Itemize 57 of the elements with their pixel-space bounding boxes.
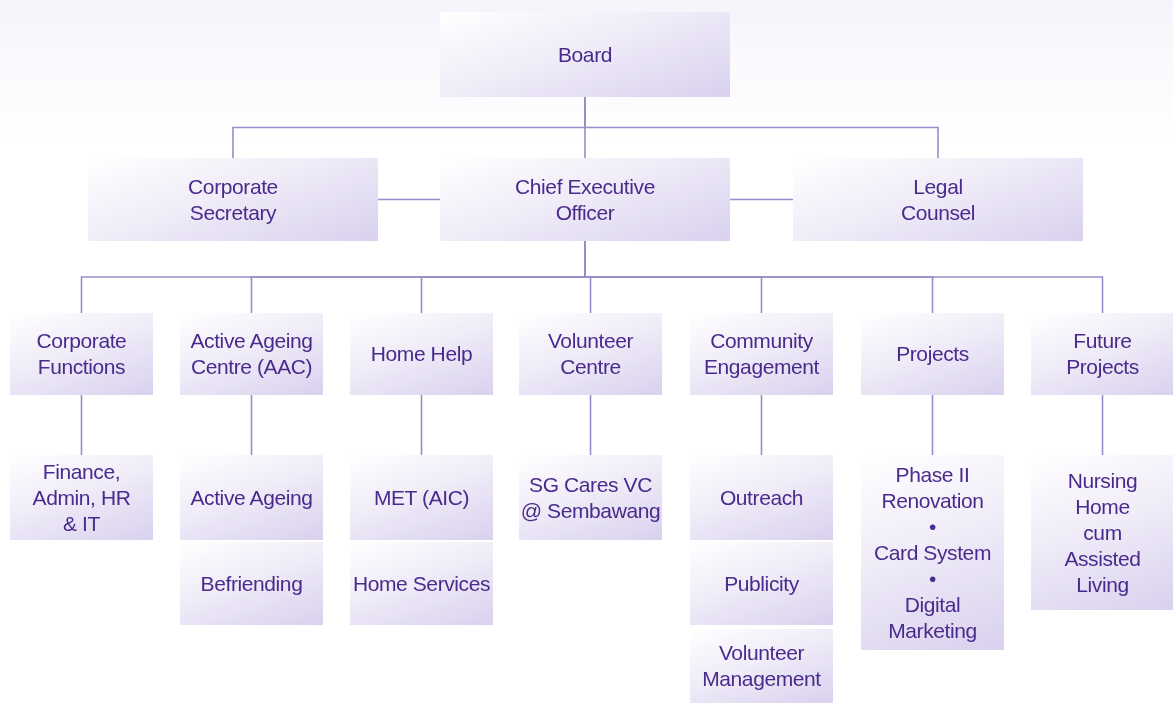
box-label: Community Engagement: [702, 328, 821, 380]
connector-line: [589, 394, 592, 456]
box-label: SG Cares VC @ Sembawang: [519, 471, 662, 524]
box-label: Corporate Secretary: [187, 173, 279, 226]
org-box: [690, 542, 833, 625]
connector-line: [420, 394, 423, 456]
org-box: [690, 455, 833, 540]
box-label: Nursing Home cum Assisted Living: [1063, 467, 1142, 598]
box-label: Projects: [896, 341, 969, 367]
box-label: Active Ageing Centre (AAC): [189, 328, 314, 380]
box-label: Home Help: [370, 341, 473, 367]
box-label: Volunteer Centre: [546, 328, 635, 380]
org-box: [861, 455, 1004, 650]
box-label: Befriending: [200, 570, 303, 597]
connector-line: [1101, 394, 1104, 456]
org-box: [10, 455, 153, 540]
box-label: Digital Marketing: [887, 591, 978, 644]
box-label: Home Services: [352, 570, 491, 597]
org-box: [350, 313, 493, 395]
org-box: [861, 313, 1004, 395]
org-box: [440, 158, 730, 241]
org-box: [350, 542, 493, 625]
box-label: Outreach: [719, 484, 804, 511]
box-label: Volunteer Management: [701, 640, 822, 692]
box-label: Publicity: [724, 570, 799, 597]
box-label: Chief Executive Officer: [514, 173, 656, 226]
box-label: Card System: [874, 539, 991, 566]
org-box: [88, 158, 378, 241]
box-label: Active Ageing: [190, 484, 313, 511]
connector-line: [377, 198, 441, 201]
box-label: Phase II Renovation: [880, 461, 985, 514]
box-label: MET (AIC): [373, 484, 470, 511]
connector-line: [760, 394, 763, 456]
box-label: Finance, Admin, HR & IT: [31, 458, 132, 537]
org-box: [1031, 313, 1173, 395]
box-label: Legal Counsel: [899, 173, 977, 226]
org-box: [519, 313, 662, 395]
box-label: Board: [557, 41, 612, 68]
org-box: [440, 12, 730, 97]
connector-line: [80, 394, 83, 456]
org-box: [180, 542, 323, 625]
org-box: [350, 455, 493, 540]
connector-line: [250, 394, 253, 456]
org-box: [690, 313, 833, 395]
connector-line: [931, 394, 934, 456]
org-box: [1031, 455, 1173, 610]
org-box: [10, 313, 153, 395]
org-box: [793, 158, 1083, 241]
org-box: [519, 455, 662, 540]
org-box: [180, 455, 323, 540]
org-box: [180, 313, 323, 395]
connector-line: [729, 198, 794, 201]
bullet-separator: •: [929, 565, 936, 592]
bullet-separator: •: [929, 513, 936, 540]
org-box: [690, 629, 833, 703]
box-label: Future Projects: [1065, 328, 1140, 380]
box-label: Corporate Functions: [35, 328, 128, 380]
